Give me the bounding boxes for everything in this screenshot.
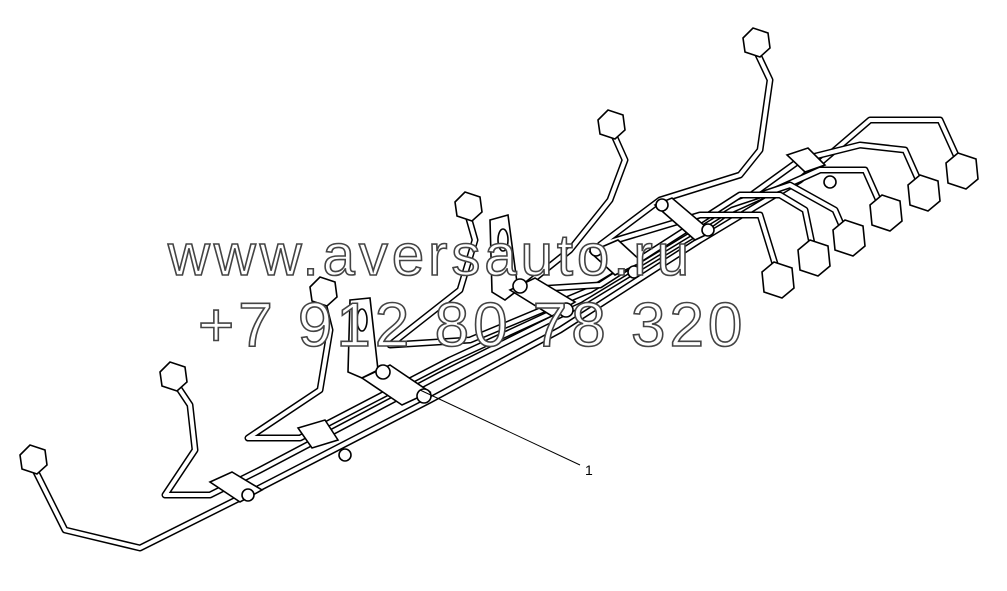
clamp — [508, 277, 577, 318]
clamp — [208, 471, 264, 503]
clamp — [653, 197, 715, 241]
clamp — [360, 364, 432, 406]
clamp — [296, 419, 352, 462]
watermark-phone: +7 912 80 78 320 — [197, 290, 747, 361]
clamp — [588, 239, 644, 279]
clamp — [785, 147, 837, 189]
mounting-brackets — [347, 213, 519, 379]
callout-label-1: 1 — [585, 462, 593, 478]
fuel-pipes — [26, 38, 969, 552]
pipe-clamps — [208, 147, 837, 503]
watermark-website: www.aversauto.ru — [167, 222, 693, 289]
callout-leader-line — [419, 389, 581, 466]
union-nuts — [19, 27, 979, 475]
